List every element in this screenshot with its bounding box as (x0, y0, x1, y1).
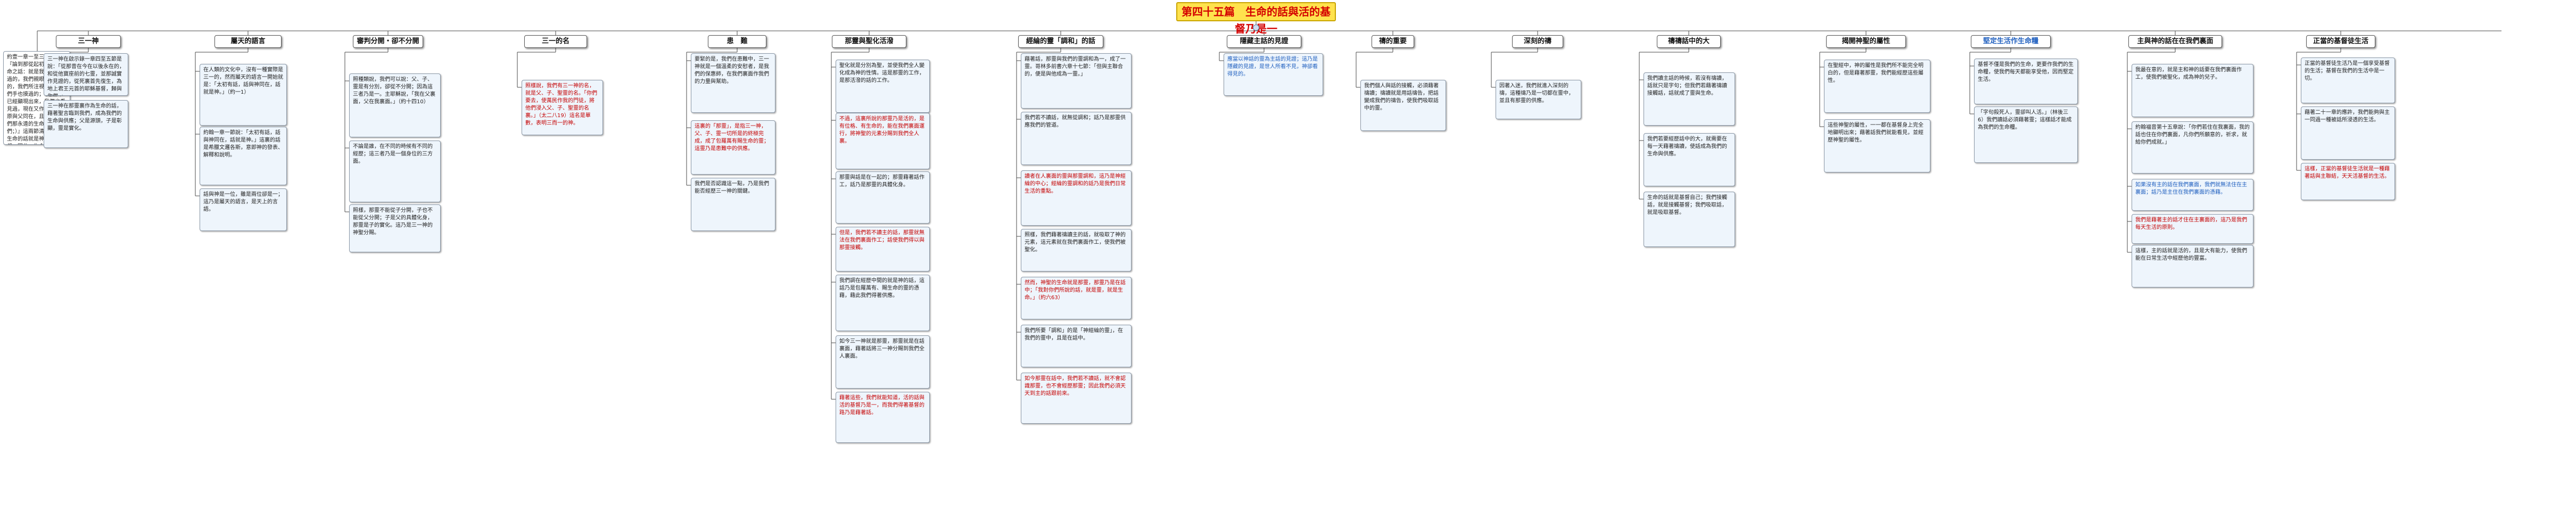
topic-c3[interactable]: 審判分開・卻不分開 (353, 35, 423, 48)
note-c3-1: 照種類說，我們可以說：父、子、靈是有分別，卻從不分開；因為這三者乃是一。主耶穌說… (349, 73, 441, 137)
note-c11-2: 我們若要經歷話中的大，就需要在每一天藉著禱讀，使話成為我們的生命與供應。 (1644, 133, 1735, 186)
note-c4-1: 照樣說，我們有三一神的名，就是父、子、聖靈的名。「你們要去，使萬民作我的門徒，將… (522, 80, 603, 135)
topic-c2[interactable]: 屬天的語言 (214, 35, 282, 48)
note-c6-4: 但是，我們若不讀主的話，那靈就無法在我們裏面作工；話使我們得以與那靈接觸。 (836, 227, 930, 271)
note-c5-1: 要緊的是，我們在患難中，三一神就是一個溫柔的安慰者，是我們的保惠師，在我們裏面作… (691, 53, 775, 113)
note-c12-2: 這些神聖的屬性，一一都在基督身上完全地顯明出來；藉著話我們就能看見，並經歷神聖的… (1824, 119, 1930, 172)
note-c6-1: 聖化就是分別為聖，並使我們全人變化成為神的性情。這是那靈的工作，是那活潑的話的工… (836, 60, 930, 113)
topic-c13[interactable]: 堅定生活作生命糧 (1971, 35, 2051, 48)
topic-c5[interactable]: 患 難 (708, 35, 766, 48)
note-c7-2: 我們若不讀話，就無從調和；話乃是那靈供應我們的管道。 (1021, 112, 1132, 165)
note-c7-3: 讀者在人裏面的靈與那靈調和，這乃是神經綸的中心；經綸的靈調和的話乃是我們日常生活… (1021, 170, 1132, 226)
note-c11-1: 我們讀主話的時候，若沒有禱讀，話就只是字句；但我們若藉著禱讀接觸話，話就成了靈與… (1644, 72, 1735, 126)
note-c14-4: 我們是藉著主的話才住在主裏面的，這乃是我們每天生活的原則。 (2132, 214, 2253, 244)
topic-c9[interactable]: 禱的重要 (1372, 35, 1414, 48)
topic-c14[interactable]: 主與神的話在在我們裏面 (2128, 35, 2222, 48)
note-c6-7: 藉著這些，我們就能知道，活的話與活的基督乃是一，而我們得著基督的路乃是藉著話。 (836, 392, 930, 443)
lead-note: 約壹一章一至三節說，『論到那從起初原有的生命之話：就是我們所聽見過的，我們親眼所… (3, 51, 70, 145)
note-c14-1: 我最在意的，就是主和神的話要在我們裏面作工，使我們被聖化，成為神的兒子。 (2132, 64, 2253, 117)
note-c15-1: 正當的基督徒生活乃是一個享受基督的生活；基督在我們的生活中是一切。 (2301, 57, 2395, 103)
note-c7-7: 如今那靈在話中，我們若不讀話，就不會認識那靈，也不會經歷那靈；因此我們必須天天到… (1021, 373, 1132, 424)
note-c7-1: 藉著話，那靈與我們的靈調和為一，成了一靈。哥林多前書六章十七節：「但與主聯合的，… (1021, 53, 1132, 109)
note-c5-3: 我們是否認識這一點，乃是我們能否經歷三一神的關鍵。 (691, 178, 775, 231)
topic-c12[interactable]: 揭開神聖的屬性 (1826, 35, 1906, 48)
note-c5-2: 這裏的「那靈」，是指三一神，父、子、靈一切所是的終極完成，成了包羅萬有賜生命的靈… (691, 120, 775, 175)
topic-c4[interactable]: 三一的名 (524, 35, 587, 48)
note-c14-2: 約翰福音第十五章說：「你們若住在我裏面，我的話也住在你們裏面，凡你們所願意的，祈… (2132, 121, 2253, 174)
topic-c7[interactable]: 經綸的靈「調和」的話 (1018, 35, 1103, 48)
note-c13-2: 「字句殺死人，靈卻叫人活。」（林後三6）我們讀話必須藉著靈；這樣話才能成為我們的… (1974, 106, 2078, 163)
note-c7-5: 然而，神聖的生命就是那靈，那靈乃是在話中；「我對你們所說的話，就是靈，就是生命。… (1021, 277, 1132, 319)
note-c2-3: 話與神是一位，雖是兩位卻是一；這乃是屬天的語言，是天上的言語。 (200, 188, 287, 231)
note-c12-1: 在聖經中，神的屬性是我們所不能完全明白的，但是藉著那靈，我們能經歷這些屬性。 (1824, 60, 1930, 113)
note-c6-3: 那靈與話是在一起的；那靈藉著話作工，話乃是那靈的具體化身。 (836, 171, 930, 224)
topic-c15[interactable]: 正當的基督徒生活 (2306, 35, 2375, 48)
note-c1-1: 三一神在啟示錄一章四至五節是說：「從那昔在今在以後永在的，和從他寶座前的七靈，並… (44, 53, 128, 96)
note-c14-5: 這樣，主的話就是活的，且是大有能力，使我們能在日常生活中經歷他的豐富。 (2132, 245, 2253, 287)
note-c13-1: 基督不僅是我們的生命，更要作我們的生命糧，使我們每天都能享受他，因而堅定生活。 (1974, 59, 2078, 104)
root-topic[interactable]: 第四十五篇 生命的話與活的基督乃是一 (1176, 2, 1336, 35)
note-c15-2: 藉著二十一章的應許，我們能夠與主一同過一種被話所浸透的生活。 (2301, 106, 2395, 160)
topic-c11[interactable]: 禱禱話中的大 (1657, 35, 1721, 48)
note-c3-2: 不論是誰，在不同的時候有不同的經歷；這三者乃是一個身位的三方面。 (349, 141, 441, 202)
note-c10-1: 因著入迷，我們就進入深刻的禱，這種禱乃是一切都在靈中，並且有那靈的供應。 (1496, 80, 1581, 119)
note-c6-5: 我們調在經歷中間的就是神的話，這話乃是包羅萬有、賜生命的靈的憑藉，藉此我們得著供… (836, 275, 930, 331)
note-c2-2: 約翰一章一節說：「太初有話，話與神同在，話就是神。」這裏的話是希臘文邏各斯，意即… (200, 127, 287, 185)
note-c14-3: 如果沒有主的話在我們裏面，我們就無法住在主裏面；話乃是主住在我們裏面的憑藉。 (2132, 179, 2253, 211)
note-c9-1: 我們個人與話的接觸，必須藉著禱讀；禱讀就是用話禱告，把話變成我們的禱告，使我們吸… (1360, 80, 1446, 131)
note-c3-3: 照樣，那靈不能從子分開，子也不能從父分開；子是父的具體化身，那靈是子的實化。這乃… (349, 204, 441, 252)
note-c15-3: 這樣，正當的基督徒生活就是一種藉著話與主聯結，天天活基督的生活。 (2301, 163, 2395, 200)
topic-c8[interactable]: 隱藏主話的見證 (1227, 35, 1301, 48)
topic-c1[interactable]: 三一神 (56, 35, 121, 48)
collapse-toggle-icon[interactable] (1253, 24, 1259, 31)
topic-c10[interactable]: 深刻的禱 (1512, 35, 1563, 48)
note-c6-6: 如今三一神就是那靈，那靈就是在話裏面，藉著話將三一神分賜到我們全人裏面。 (836, 335, 930, 389)
topic-c6[interactable]: 那靈與聖化活潑 (832, 35, 906, 48)
note-c1-2: 三一神在那靈裏作為生命的話，藉著聖言臨到我們，成為我們的生命與供應；父是源頭，子… (44, 100, 128, 148)
note-c8-1: 應當以神話的靈為主話的見證；這乃是隱藏的見證，是世人所看不見，神卻看得見的。 (1224, 53, 1323, 96)
note-c11-3: 生命的話就是基督自己；我們接觸話，就是接觸基督；我們吸取話，就是吸取基督。 (1644, 192, 1735, 247)
note-c2-1: 在人類的文化中，沒有一種實際是三一的，然而屬天的語言一開始就是：「太初有話，話與… (200, 64, 287, 126)
note-c7-4: 照樣，我們藉著禱讀主的話，就吸取了神的元素，這元素就在我們裏面作工，使我們被聖化… (1021, 229, 1132, 271)
note-c7-6: 我們所要「調和」的是「神經綸的靈」，在我們的靈中，且是在話中。 (1021, 325, 1132, 367)
note-c6-2: 不過，這裏所說的那靈乃是活的，是有位格、有生命的，能在我們裏面運行，將神聖的元素… (836, 113, 930, 169)
